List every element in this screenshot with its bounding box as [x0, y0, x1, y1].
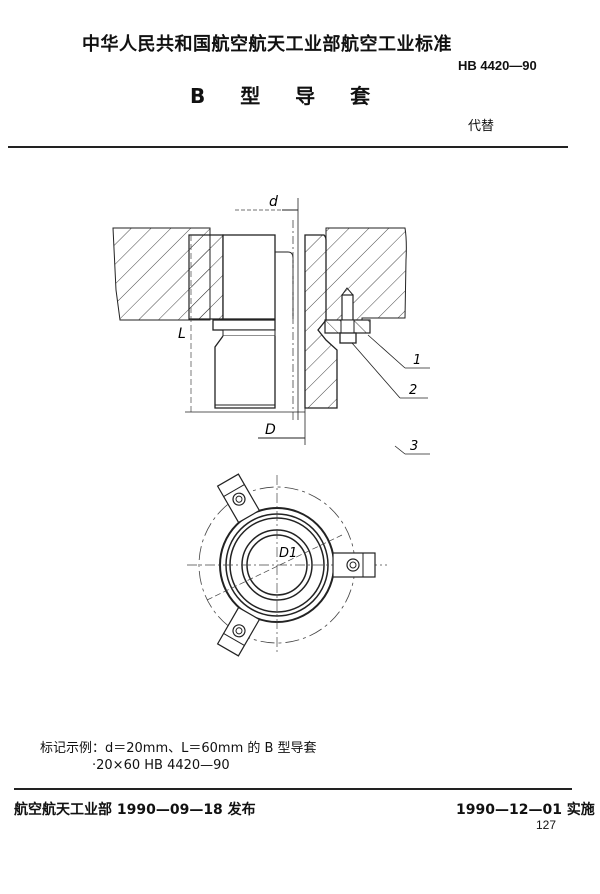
top-view: D1 [187, 473, 387, 657]
dimension-big-d-label: D [265, 422, 276, 438]
callout-3: 3 [410, 439, 418, 454]
callout-2: 2 [409, 383, 417, 398]
guide-bushing-drawing: d L D 1 2 3 D1 [112, 194, 430, 657]
section-view: d L D 1 2 3 [112, 194, 430, 455]
issued-date: 航空航天工业部 1990—09—18 发布 [14, 802, 256, 818]
dimension-l-label: L [178, 326, 186, 342]
replaces-label: 代替 [468, 119, 495, 134]
dimension-d1-label: D1 [279, 546, 297, 561]
effective-date: 1990—12—01 实施 [456, 802, 595, 818]
standard-number: HB 4420—90 [458, 58, 537, 73]
callout-1: 1 [413, 353, 421, 368]
technical-drawing: d L D 1 2 3 D1 [100, 180, 460, 684]
document-title: B 型 导 套 [190, 84, 385, 108]
marking-example-line2: ·20×60 HB 4420—90 [92, 758, 230, 773]
footer-divider [14, 788, 572, 790]
marking-example-line1: 标记示例：d＝20mm、L＝60mm 的 B 型导套 [40, 741, 317, 756]
dimension-d-label: d [269, 194, 278, 210]
organization-title: 中华人民共和国航空航天工业部航空工业标准 [82, 34, 452, 55]
header-divider [8, 146, 568, 148]
page-number: 127 [536, 818, 557, 832]
